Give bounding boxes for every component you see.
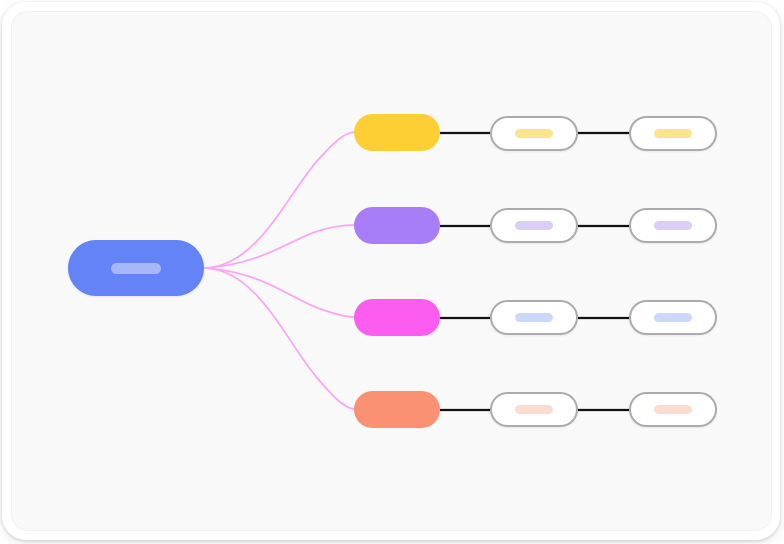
- leaf-orange-1-text-placeholder: [515, 405, 553, 414]
- mindmap-branch-yellow-node[interactable]: [354, 114, 440, 151]
- leaf-yellow-2-text-placeholder: [654, 129, 692, 138]
- mindmap-branch-purple-node[interactable]: [354, 207, 440, 244]
- mindmap-leaf-yellow-2-node[interactable]: [629, 116, 717, 151]
- root-node-text-placeholder: [111, 262, 161, 274]
- mindmap-leaf-magenta-1-node[interactable]: [490, 300, 578, 335]
- leaf-purple-1-text-placeholder: [515, 221, 553, 230]
- leaf-magenta-2-text-placeholder: [654, 313, 692, 322]
- leaf-orange-2-text-placeholder: [654, 405, 692, 414]
- mindmap-leaf-purple-1-node[interactable]: [490, 208, 578, 243]
- mindmap-branch-magenta-node[interactable]: [354, 299, 440, 336]
- leaf-purple-2-text-placeholder: [654, 221, 692, 230]
- mindmap-leaf-orange-2-node[interactable]: [629, 392, 717, 427]
- leaf-magenta-1-text-placeholder: [515, 313, 553, 322]
- mindmap-leaf-orange-1-node[interactable]: [490, 392, 578, 427]
- mindmap-leaf-magenta-2-node[interactable]: [629, 300, 717, 335]
- mindmap-branch-orange-node[interactable]: [354, 391, 440, 428]
- mindmap-leaf-purple-2-node[interactable]: [629, 208, 717, 243]
- mindmap-root-node[interactable]: [68, 240, 204, 296]
- leaf-yellow-1-text-placeholder: [515, 129, 553, 138]
- mindmap-leaf-yellow-1-node[interactable]: [490, 116, 578, 151]
